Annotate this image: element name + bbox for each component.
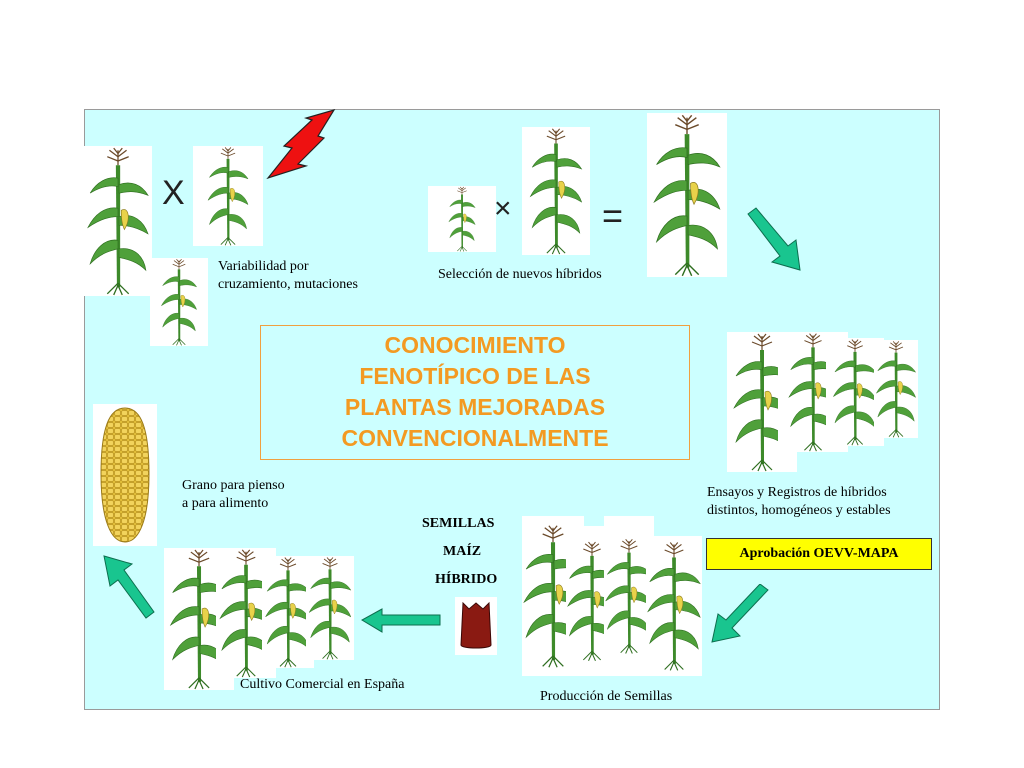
grain-label: Grano para pienso a para alimento bbox=[182, 478, 285, 511]
arrow-icon bbox=[747, 207, 801, 271]
title-box bbox=[260, 325, 690, 460]
production-label: Producción de Semillas bbox=[540, 689, 673, 704]
arrow-icon bbox=[360, 608, 441, 633]
corn-plant-icon bbox=[647, 113, 727, 277]
corn-plant-icon bbox=[874, 340, 918, 438]
corn-plant-icon bbox=[646, 536, 702, 676]
commercial-crop-label: Cultivo Comercial en España bbox=[240, 677, 405, 692]
corn-plant-icon bbox=[193, 146, 263, 246]
maize-label: MAÍZ bbox=[443, 544, 482, 559]
corn-plant-icon bbox=[150, 258, 208, 346]
variability-label: Variabilidad por cruzamiento, mutaciones bbox=[218, 259, 358, 292]
arrow-icon bbox=[711, 584, 769, 643]
trials-label: Ensayos y Registros de híbridos distinto… bbox=[707, 485, 891, 518]
hybrid-label: HÍBRIDO bbox=[435, 572, 498, 587]
corn-plant-icon bbox=[522, 127, 590, 255]
corn-cob-icon bbox=[93, 404, 157, 546]
corn-plant-icon bbox=[604, 516, 654, 676]
corn-plant-icon bbox=[84, 146, 152, 296]
approval-badge: Aprobación OEVV-MAPA bbox=[706, 538, 932, 570]
corn-plant-icon bbox=[306, 556, 354, 660]
cross-operator: X bbox=[162, 174, 185, 212]
seed-bag-icon bbox=[455, 597, 497, 655]
equals-operator: = bbox=[602, 195, 624, 236]
lightning-icon bbox=[266, 108, 336, 180]
diagram-title: CONOCIMIENTO FENOTÍPICO DE LAS PLANTAS M… bbox=[341, 332, 609, 451]
arrow-icon bbox=[103, 555, 155, 619]
corn-plant-icon bbox=[428, 186, 496, 252]
selection-label: Selección de nuevos híbridos bbox=[438, 267, 602, 282]
cross-operator: × bbox=[494, 192, 512, 225]
corn-plant-icon bbox=[262, 556, 314, 668]
seeds-label: SEMILLAS bbox=[422, 516, 495, 531]
